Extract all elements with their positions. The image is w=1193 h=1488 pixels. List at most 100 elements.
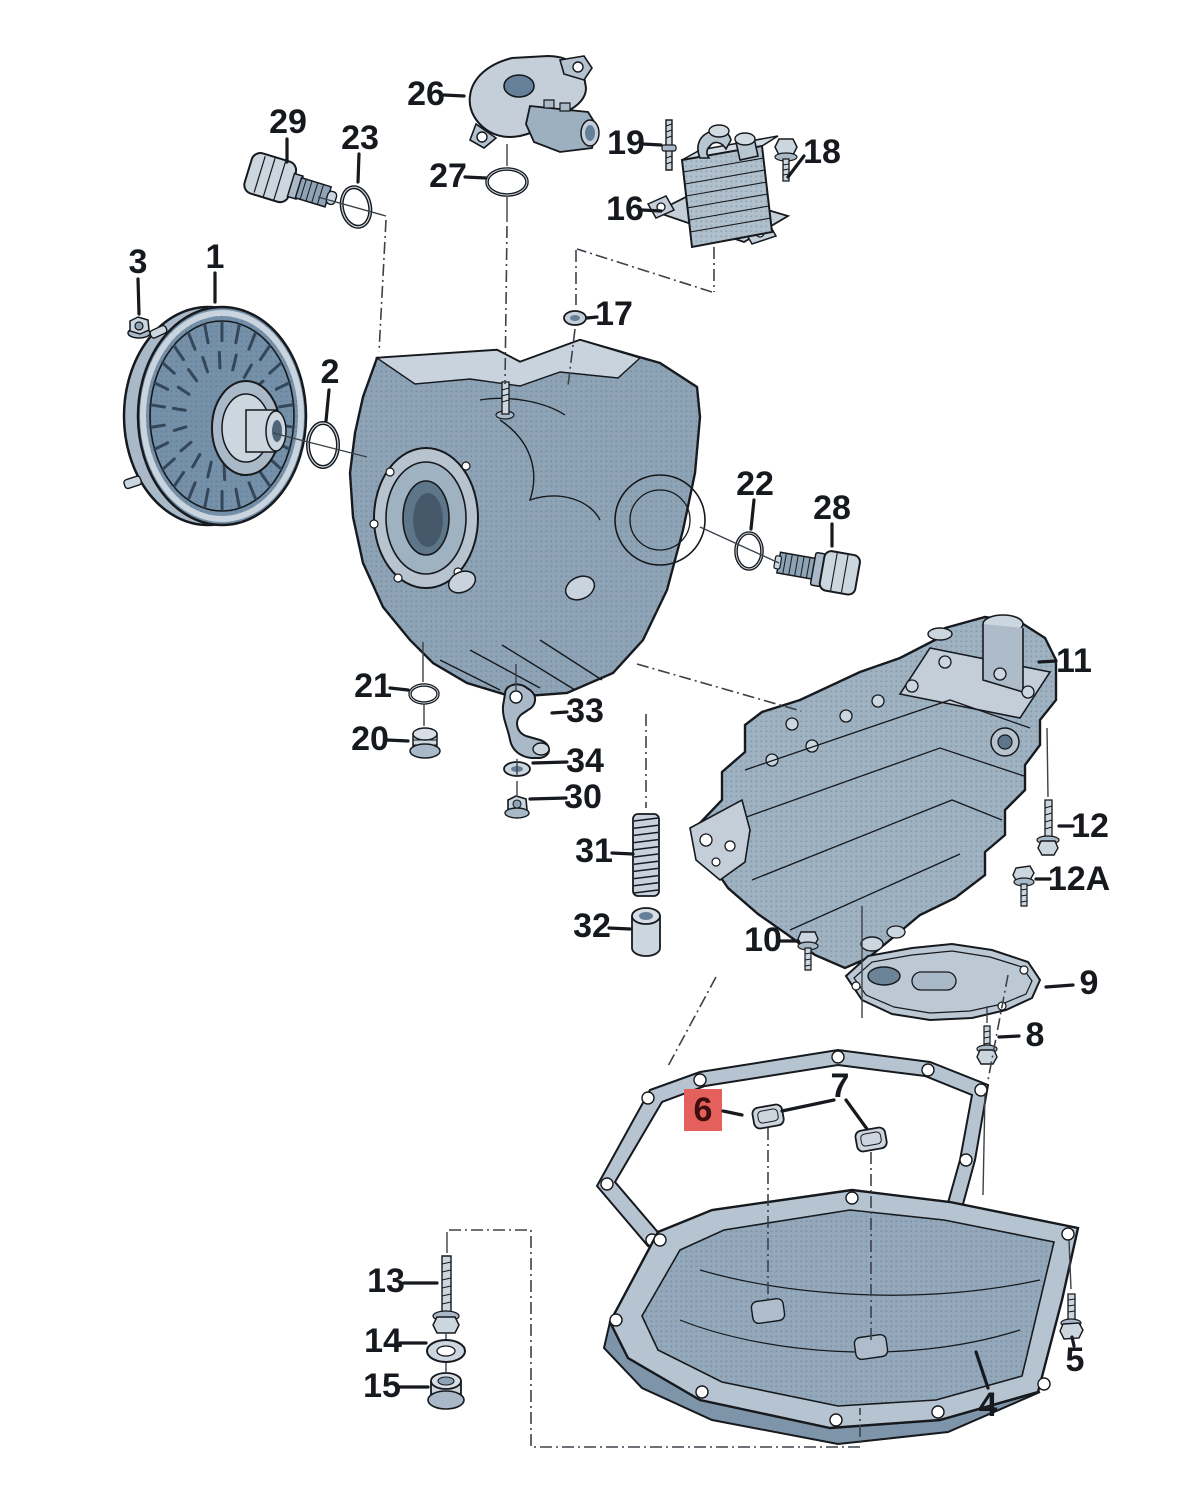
callout-1: 1 [206,238,225,302]
callout-18: 18 [788,133,841,177]
callout-number: 3 [129,243,148,281]
callout-number: 26 [407,75,445,113]
callout-leader-line [1039,661,1056,662]
callout-number: 22 [736,465,774,503]
callout-number: 23 [341,119,379,157]
callout-layer: 12345678910111212A1314151617181920212223… [129,75,1111,1424]
callout-leader-line [465,177,486,178]
callout-number: 7 [831,1067,850,1105]
callout-number: 9 [1080,964,1099,1002]
callout-number: 33 [566,692,604,730]
callout-3: 3 [129,243,148,314]
o-ring-27 [487,169,527,195]
pan-bolt-5 [1060,1294,1083,1339]
bolt-8 [977,1026,997,1064]
callout-11: 11 [1039,642,1092,680]
callout-leader-line [782,1100,834,1111]
pan-bolt-13 [433,1256,459,1333]
callout-number: 12 [1071,807,1109,845]
oil-cooler [648,125,788,247]
callout-number: 10 [744,921,782,959]
seal-17 [564,311,586,325]
callout-number: 21 [354,667,392,705]
assembly-axis-lines [379,220,1008,1447]
callout-2: 2 [321,353,340,421]
callout-leader-line [723,1111,742,1115]
o-ring-23 [338,185,374,230]
seal-ring-2 [308,423,338,467]
callout-number: 5 [1066,1341,1085,1379]
callout-leader-line [444,95,464,96]
drain-plug-15 [428,1373,464,1409]
callout-leader-line [612,853,633,854]
cooler-stud-19 [662,120,676,170]
callout-27: 27 [429,157,486,195]
callout-leader-line [587,317,597,318]
callout-number: 17 [595,295,633,333]
torque-converter [123,307,306,525]
magnet-left [751,1104,784,1130]
range-sensor [470,56,599,152]
callout-leader-line [1072,1337,1074,1346]
oil-strainer [846,944,1040,1020]
callout-number: 31 [575,832,613,870]
callout-number: 2 [321,353,340,391]
nut-30 [505,796,529,818]
callout-12: 12 [1059,807,1109,845]
callout-20: 20 [351,720,408,758]
callout-31: 31 [575,832,633,870]
callout-number: 20 [351,720,389,758]
callout-leader-line [387,740,408,741]
callout-leader-line [609,928,630,929]
callout-leader-line [533,762,567,763]
callout-19: 19 [607,124,661,162]
callout-highlight-box [684,1089,722,1131]
callout-number: 11 [1056,642,1092,680]
callout-number: 12A [1048,860,1110,898]
callout-leader-line [390,688,408,690]
callout-leader-line [751,500,754,529]
washer-14 [427,1340,465,1362]
callout-number: 19 [607,124,645,162]
callout-number: 4 [979,1386,998,1424]
callout-14: 14 [364,1322,426,1360]
callout-12A: 12A [1036,860,1110,898]
callout-8: 8 [999,1016,1044,1054]
callout-leader-line [358,154,359,182]
o-ring-21 [410,685,438,703]
callout-number: 34 [566,742,604,780]
callout-number: 15 [363,1367,401,1405]
callout-leader-line [642,210,661,211]
callout-30: 30 [530,778,602,816]
callout-29: 29 [269,103,307,162]
callout-leader-line [643,144,661,145]
stub-shaft-28 [771,542,861,596]
callout-number: 14 [364,1322,402,1360]
callout-6: 6 [684,1089,742,1131]
callout-22: 22 [736,465,774,529]
callout-number: 28 [813,489,851,527]
callout-number: 16 [606,190,644,228]
stub-shaft-29 [242,151,342,218]
callout-leader-line [788,156,804,177]
o-ring-22 [736,533,762,569]
bushing-32 [632,908,660,956]
callout-leader-line [976,1352,988,1388]
callout-9: 9 [1046,964,1098,1002]
callout-leader-line [326,390,329,421]
callout-16: 16 [606,190,661,228]
callout-number: 13 [367,1262,405,1300]
plug-20 [410,728,440,758]
callout-leader-line [846,1100,867,1129]
callout-number: 8 [1026,1016,1045,1054]
callout-7: 7 [782,1067,867,1129]
callout-leader-line [999,1036,1019,1037]
converter-peg [123,475,142,489]
callout-number: 1 [206,238,225,276]
case-top-stud [496,382,514,419]
callout-28: 28 [813,489,851,546]
callout-17: 17 [587,295,633,333]
callout-number: 27 [429,157,467,195]
callout-33: 33 [552,692,604,730]
